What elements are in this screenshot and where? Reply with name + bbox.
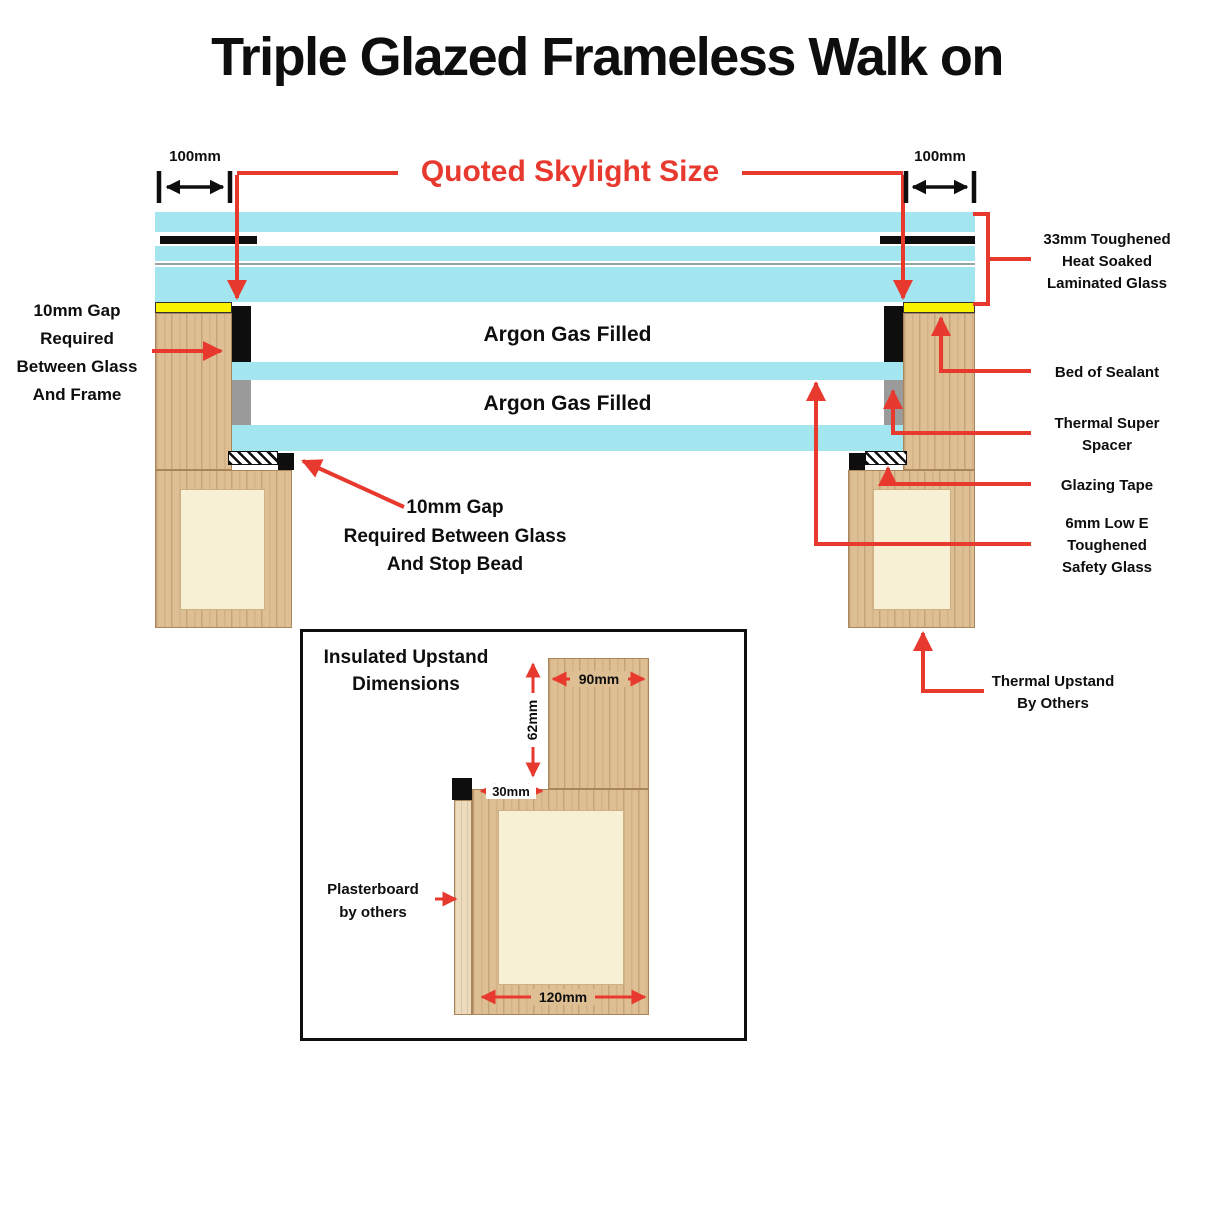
thermal-upstand-label: Thermal Upstand By Others [991,673,1115,713]
upstand-wood-left-upper [155,313,232,470]
upstand-infill-right [873,489,951,610]
thermal-upstand-leader [913,631,984,693]
dim-100mm-left-label: 100mm [169,148,221,165]
laminated-glass-label: 33mm Toughened Heat Soaked Laminated Gla… [1043,231,1171,293]
low-e-glass-label: 6mm Low E Toughened Safety Glass [1061,515,1153,577]
edge-bar-left [232,306,251,362]
dim-30mm-label: 30mm [486,784,536,799]
inset-stop-bead [452,778,472,800]
upstand-wood-right-upper [903,313,975,470]
bottom-glass-pane [232,425,903,451]
dim-62mm-label: 62mm [524,693,542,747]
laminated-bracket [973,212,990,306]
dim-120mm-label: 120mm [531,989,595,1005]
middle-glass-pane [232,362,903,380]
glazing-tape-left [228,451,278,465]
argon-top-label: Argon Gas Filled [483,323,652,346]
inset-infill [498,810,624,985]
stop-bead-left [278,453,294,470]
stop-bead-right [849,453,865,470]
thermal-spacer-label: Thermal Super Spacer [1054,415,1160,455]
interlayer-strip-right [880,236,975,244]
gap-frame-label: 10mm Gap Required Between Glass And Fram… [16,301,138,405]
bed-of-sealant-label: Bed of Sealant [1054,364,1160,381]
laminated-glass-pane-3 [155,267,975,302]
argon-bottom-label: Argon Gas Filled [483,392,652,415]
gap-stop-bead-label: 10mm Gap Required Between Glass And Stop… [343,497,567,575]
edge-bar-right [884,306,903,362]
dim-90mm-label: 90mm [570,671,628,687]
interlayer-strip-left [160,236,257,244]
quoted-size-label: Quoted Skylight Size [398,155,742,189]
laminated-glass-pane-1 [155,212,975,232]
inset-title: Insulated Upstand Dimensions [323,647,489,695]
sealant-bed-right [903,302,975,313]
glazing-tape-right [865,451,907,465]
inset-plasterboard-strip [454,800,472,1015]
thermal-spacer-left [232,380,251,425]
plasterboard-label: Plasterboard by others [327,881,419,921]
interlayer-line [155,263,975,265]
sealant-bed-left [155,302,232,313]
page-title: Triple Glazed Frameless Walk on [211,27,1004,87]
dim-100mm-right-label: 100mm [914,148,966,165]
laminated-glass-pane-2 [155,246,975,261]
glazing-tape-label: Glazing Tape [1060,477,1154,494]
upstand-infill-left [180,489,265,610]
